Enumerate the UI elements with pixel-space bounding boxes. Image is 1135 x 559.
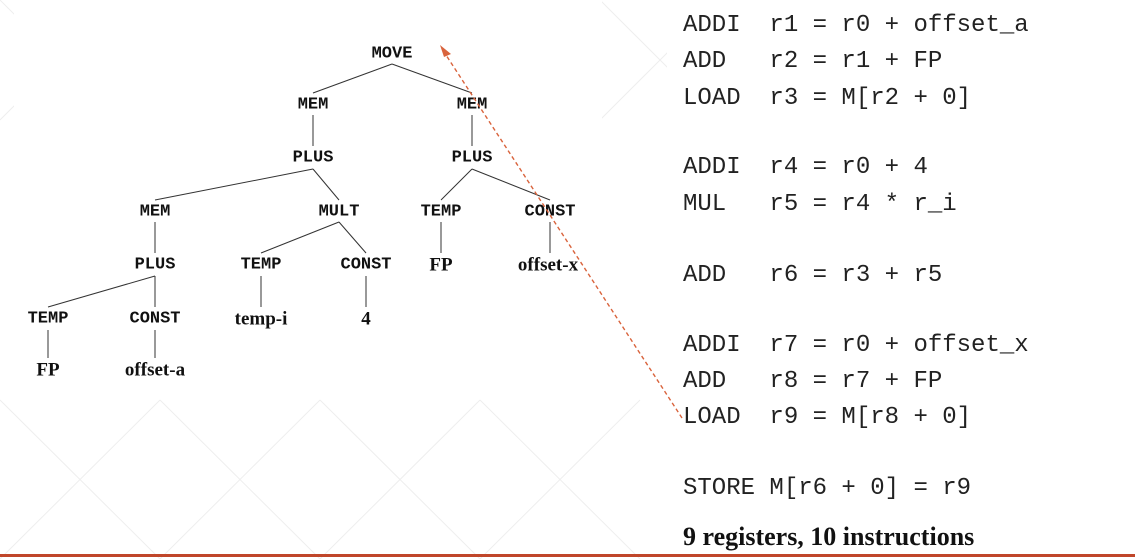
tree-node-const-offset-x: CONST [524, 202, 576, 222]
tree-node-temp-fp-left: TEMP [27, 309, 69, 329]
tree-leaf-fp-left: FP [36, 359, 60, 381]
tree-node-mem-inner: MEM [139, 202, 171, 222]
tree-node-const-4: CONST [340, 255, 392, 275]
code-line-2: ADD r2 = r1 + FP [683, 48, 943, 75]
code-line-10: STORE M[r6 + 0] = r9 [683, 475, 972, 502]
code-line-5: MUL r5 = r4 * r_i [683, 191, 957, 218]
tree-node-temp-i: TEMP [240, 255, 282, 275]
bottom-rule [0, 554, 1135, 557]
tree-leaf-temp-i: temp-i [234, 308, 288, 330]
code-line-3: LOAD r3 = M[r2 + 0] [683, 85, 972, 112]
code-line-8: ADD r8 = r7 + FP [683, 368, 943, 395]
code-line-1: ADDI r1 = r0 + offset_a [683, 12, 1029, 39]
tree-panel [14, 0, 602, 396]
tree-leaf-offset-x: offset-x [517, 254, 579, 276]
code-line-9: LOAD r9 = M[r8 + 0] [683, 404, 972, 431]
tree-leaf-fp-right: FP [429, 254, 453, 276]
tree-node-plus-right: PLUS [451, 148, 493, 168]
code-line-4: ADDI r4 = r0 + 4 [683, 154, 928, 181]
tree-node-mult: MULT [318, 202, 360, 222]
tree-node-mem-right: MEM [456, 95, 488, 115]
code-line-6: ADD r6 = r3 + r5 [683, 262, 943, 289]
tree-node-plus-left: PLUS [292, 148, 334, 168]
code-line-7: ADDI r7 = r0 + offset_x [683, 332, 1029, 359]
tree-leaf-offset-a: offset-a [124, 359, 186, 381]
tree-node-const-offset-a: CONST [129, 309, 181, 329]
code-panel [667, 0, 1135, 559]
tree-node-temp-fp-right: TEMP [420, 202, 462, 222]
tree-node-plus-inner: PLUS [134, 255, 176, 275]
tree-node-move: MOVE [371, 44, 413, 64]
tree-node-mem-left: MEM [297, 95, 329, 115]
tree-leaf-4: 4 [361, 308, 371, 330]
summary-text: 9 registers, 10 instructions [683, 522, 975, 551]
